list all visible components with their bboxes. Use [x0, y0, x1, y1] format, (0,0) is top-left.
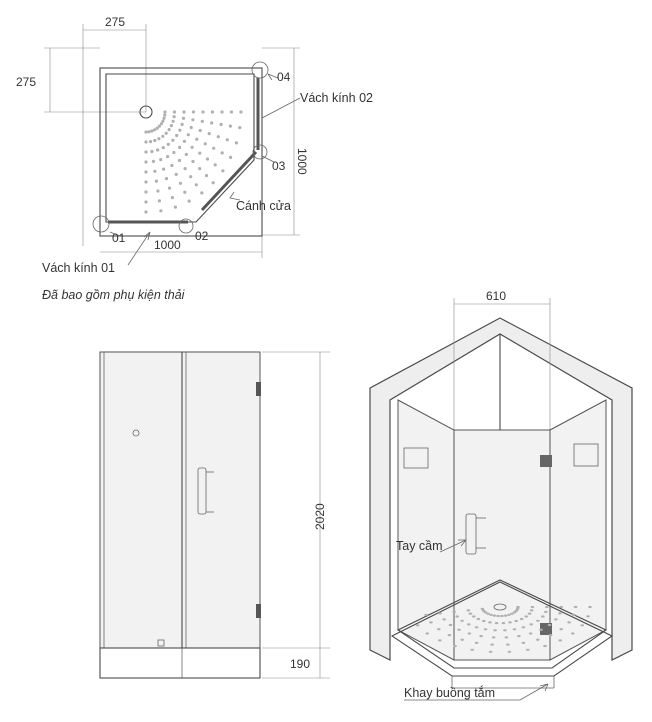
- glass-02-label: Vách kính 02: [300, 91, 373, 105]
- hinge-top: [256, 382, 261, 396]
- perspective-view: 610 Tay cầm Khay buồng tắm: [369, 289, 633, 701]
- handle-label: Tay cầm: [396, 539, 443, 553]
- corner-walls: [369, 317, 633, 661]
- fitting-02: [178, 218, 194, 234]
- part-01-label: 01: [112, 231, 126, 245]
- door-handle-perspective: [465, 513, 477, 555]
- fitting-04: [251, 61, 269, 79]
- tray-inner-plan: [105, 73, 255, 223]
- bracket-right: [573, 443, 599, 467]
- plan-dim-top: 275: [105, 15, 125, 29]
- leader-glass-02: [261, 97, 301, 119]
- leader-tray: [404, 683, 549, 701]
- leader-glass-01: [127, 231, 151, 266]
- front-elevation: 2020 190: [99, 351, 330, 679]
- plan-dim-left: 275: [16, 75, 36, 89]
- tray-label: Khay buồng tắm: [404, 685, 495, 700]
- glass-panel-left: [397, 399, 455, 661]
- tray-perspective: [396, 579, 608, 669]
- door-panel-plan: [200, 150, 258, 212]
- fitting-01: [92, 215, 110, 233]
- fitting-03: [252, 144, 268, 160]
- drain-accessory-note: Đã bao gồm phụ kiện thải: [42, 288, 186, 302]
- door-handle-elevation: [197, 467, 207, 515]
- tray-outline-plan: [99, 67, 263, 237]
- glass-panel-right: [549, 399, 607, 661]
- width-dim: 610: [486, 289, 506, 303]
- door-hinge-top: [540, 455, 552, 467]
- drain-perspective: [493, 603, 507, 611]
- part-02-label: 02: [195, 229, 209, 243]
- height-dim: 2020: [313, 503, 327, 530]
- door-label: Cánh cửa: [236, 199, 291, 213]
- part-03-label: 03: [272, 159, 286, 173]
- tray-height-dim: 190: [290, 657, 310, 671]
- drain-plan: [139, 105, 153, 119]
- glass-01-label: Vách kính 01: [42, 261, 115, 275]
- elevation-tray: [99, 647, 261, 679]
- tray-texture-plan: [144, 110, 243, 214]
- leader-handle: [439, 539, 467, 553]
- tray-texture-perspective: [416, 605, 592, 653]
- plan-dim-right: 1000: [295, 148, 309, 175]
- leader-door: [229, 191, 241, 201]
- door-glass-front: [453, 429, 551, 661]
- elevation-glass: [99, 351, 261, 649]
- hinge-bottom: [256, 604, 261, 618]
- plan-dim-bottom: 1000: [154, 238, 181, 252]
- part-04-label: 04: [277, 70, 291, 84]
- plan-view: 275 275 1000 1000 04 Vách kính 02 03 Cán…: [16, 15, 373, 302]
- bracket-left: [403, 447, 429, 469]
- towel-knob: [132, 429, 140, 437]
